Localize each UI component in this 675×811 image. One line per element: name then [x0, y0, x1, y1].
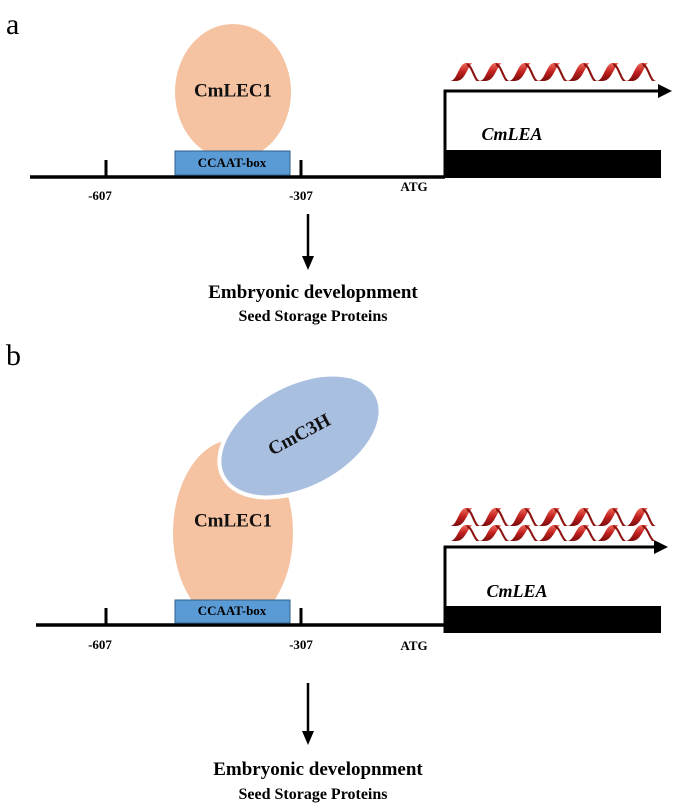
helix-back [553, 525, 569, 541]
cmlea-gene-bar-b [445, 606, 661, 633]
position-607-b: -607 [88, 637, 112, 652]
helix-back [612, 525, 628, 541]
helix-turn [450, 508, 472, 526]
transcription-arrow-b [443, 545, 655, 633]
helix-turn [479, 508, 502, 526]
helix-back [583, 525, 598, 541]
helix-turn [567, 63, 590, 81]
ccaat-box [174, 150, 291, 176]
transcription-arrowhead-b [654, 540, 668, 554]
atg-label: ATG [400, 179, 427, 194]
helix-turn [567, 525, 590, 541]
helix-back [641, 525, 657, 541]
helix-turn [596, 63, 619, 81]
panel-a: a CmLEC1 CCAAT-box -607 -307 ATG CmLEA E… [6, 8, 672, 325]
mrna-helix [450, 63, 657, 81]
helix-back [466, 525, 481, 541]
mrna-helix-b-bottom [450, 525, 657, 541]
cmlea-gene-label-b: CmLEA [486, 581, 547, 601]
cmlea-gene-label: CmLEA [481, 124, 542, 144]
helix-back [495, 525, 511, 541]
mrna-helix-b-top [450, 508, 657, 526]
cmlec1-label: CmLEC1 [194, 80, 272, 101]
helix-back [553, 63, 569, 81]
transcription-arrowhead [658, 84, 672, 98]
helix-back [524, 525, 540, 541]
helix-turn [537, 63, 560, 81]
outcome-sub-a: Seed Storage Proteins [238, 308, 387, 325]
transcription-arrow [443, 89, 660, 177]
down-arrowhead-a [302, 256, 314, 270]
panel-b-label: b [6, 339, 21, 372]
position-307: -307 [289, 188, 313, 203]
outcome-sub-b: Seed Storage Proteins [238, 786, 387, 803]
helix-turn [508, 525, 531, 541]
helix-turn [537, 508, 560, 526]
atg-label-b: ATG [400, 638, 427, 653]
helix-back [495, 63, 511, 81]
helix-turn [537, 525, 560, 541]
ccaat-box-b [174, 599, 291, 624]
helix-turn [596, 525, 619, 541]
helix-back [524, 508, 540, 526]
helix-turn [450, 525, 472, 541]
helix-back [641, 508, 657, 526]
helix-back [524, 63, 540, 81]
outcome-title-b: Embryonic developnment [213, 759, 423, 780]
helix-turn [508, 63, 531, 81]
helix-turn [625, 525, 648, 541]
cmlea-gene-bar [445, 150, 661, 178]
helix-turn [567, 508, 590, 526]
ccaat-box-label: CCAAT-box [198, 155, 267, 170]
helix-back [583, 63, 598, 81]
helix-turn [479, 63, 502, 81]
cmlec1-protein [175, 24, 291, 160]
helix-turn [625, 63, 648, 81]
helix-turn [450, 63, 472, 81]
down-arrowhead-b [302, 731, 314, 745]
cmc3h-protein [217, 372, 383, 500]
panel-b: b CmLEC1 CmC3H CCAAT-box -607 -307 ATG C… [6, 339, 668, 803]
helix-back [553, 508, 569, 526]
helix-back [495, 508, 511, 526]
position-607: -607 [88, 188, 112, 203]
position-307-b: -307 [289, 637, 313, 652]
helix-back [466, 508, 481, 526]
helix-back [612, 508, 628, 526]
helix-turn [479, 525, 502, 541]
helix-turn [625, 508, 648, 526]
cmlec1-label-b: CmLEC1 [194, 510, 272, 531]
helix-back [466, 63, 481, 81]
helix-back [641, 63, 657, 81]
panel-a-label: a [6, 8, 19, 41]
helix-back [612, 63, 628, 81]
helix-turn [596, 508, 619, 526]
outcome-title-a: Embryonic developnment [208, 282, 418, 303]
helix-back [583, 508, 598, 526]
helix-turn [508, 508, 531, 526]
ccaat-box-label-b: CCAAT-box [198, 603, 267, 618]
